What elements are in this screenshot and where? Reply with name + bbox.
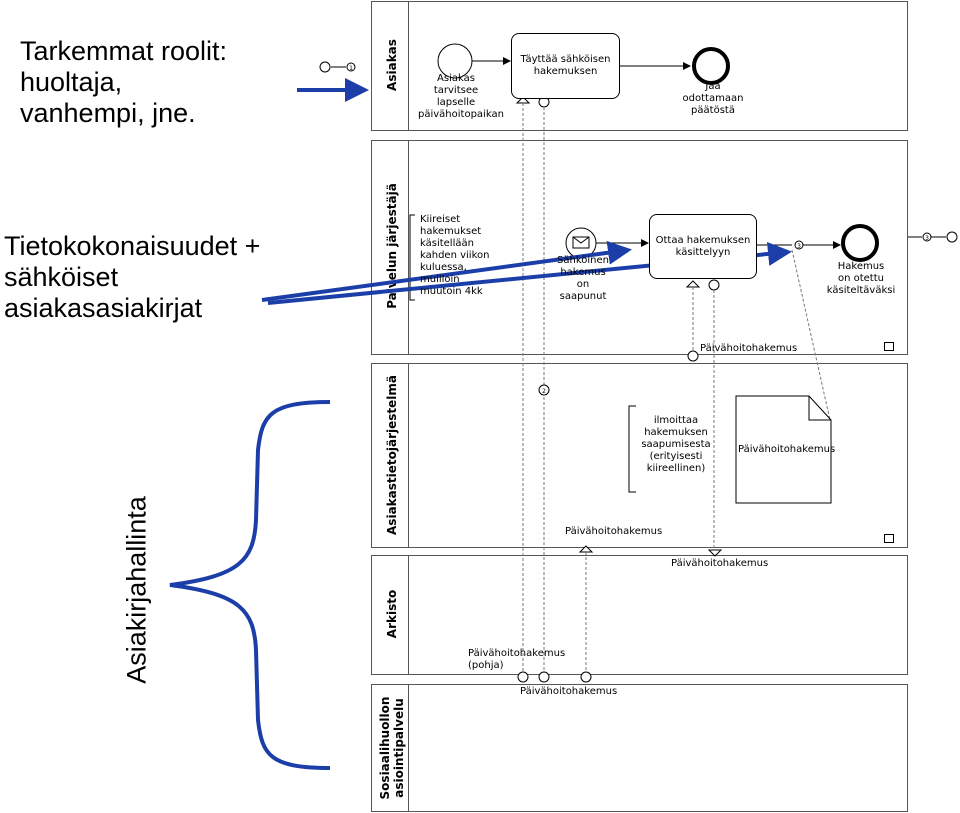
annotation-ilmoittaa: ilmoittaa hakemuksen saapumisesta (erity… [636,415,716,475]
end-label-line: käsiteltäväksi [826,285,896,296]
start-event-label: Asiakas tarvitsee lapselle päivähoitopai… [418,73,504,121]
pool-sosiaalihuollon-asiointipalvelu [371,684,908,812]
end-label-line: Hakemus [837,261,885,272]
start-label-line: lapselle [436,97,476,108]
roles-line-2: huoltaja, [20,67,123,97]
data-up-triangle [578,545,594,553]
data-circle [538,671,550,683]
end-label-line: on otettu [837,273,884,284]
template-label: Päivähoitohakemus (pohja) [468,648,565,672]
connector-circle [346,62,356,72]
data-circle [517,671,529,683]
task-label-line: hakemuksen [533,66,598,77]
records-callout: Tietokokonaisuudet + sähköiset asiakasas… [4,231,260,324]
connector-number: 1 [349,65,353,72]
end-label-line: päätöstä [691,105,735,116]
task-label-line: Täyttää sähköisen [520,54,611,65]
pool-header [372,2,409,130]
annotation-line: Kiireiset [420,214,461,225]
end-label-line: odottamaan [682,93,744,104]
annotation-line: hakemukset [420,226,482,237]
data-circle [580,671,592,683]
template-label-line: (pohja) [468,660,504,671]
message-label-line: on [576,279,590,290]
roles-line-3: vanhempi, jne. [20,98,196,128]
annotation-line: kuluessa, [420,262,467,273]
annotation-bracket [628,405,636,493]
annotation-bracket [409,214,415,301]
roles-callout: Tarkemmat roolit: huoltaja, vanhempi, jn… [20,36,227,129]
message-event-label: Sähköinen hakemus on saapunut [548,255,618,303]
annotation-line: hakemuksen [644,427,708,438]
template-label-line: Päivähoitohakemus [468,648,566,659]
lane-corner-icon [884,534,894,543]
data-down-triangle [707,549,723,557]
annotation-line: kiireellinen) [646,463,706,474]
connector-number: 3 [925,235,929,242]
pool-palvelun-jarjestaja [371,140,908,355]
pool-arkisto [371,555,908,675]
task-tayttaa-hakemuksen[interactable]: Täyttää sähköisen hakemuksen [511,33,620,99]
end-event-palvelu [841,224,879,262]
end-event-label: Hakemus on otettu käsiteltäväksi [822,261,900,297]
end-event [692,47,730,85]
annotation-line: saapumisesta [641,439,711,450]
records-line-3: asiakasasiakirjat [4,293,203,323]
connector-number: 2 [542,388,546,395]
task-label-line: Ottaa hakemuksen [655,235,751,246]
data-circle [687,350,699,362]
annotation-line: muilloin [420,274,460,285]
annotation-line: kahden viikon [420,250,490,261]
annotation-line: ilmoittaa [653,415,699,426]
message-label-line: hakemus [560,267,606,278]
data-out-circle [708,279,720,291]
pool-header [372,141,409,354]
annotation-line: muutoin 4kk [420,286,483,297]
annotation-kiireiset: Kiireiset hakemukset käsitellään kahden … [420,214,489,298]
document-label: Päivähoitohakemus [738,444,836,455]
end-event-label: Jää odottamaan päätöstä [676,81,750,117]
start-label-line: Asiakas [437,73,475,84]
data-label: Päivähoitohakemus [700,343,798,354]
task-ottaa-kasittelyyn[interactable]: Ottaa hakemuksen käsittelyyn [649,214,757,279]
document-shape [735,395,832,504]
blue-arrow-records-1 [261,240,632,302]
data-label: Päivähoitohakemus [520,686,618,697]
pool-header [372,364,409,547]
pool-header [372,685,409,811]
pool-header [372,556,409,674]
dashed-to-document [791,249,831,421]
end-label-line: Jää [705,81,721,92]
records-line-2: sähköiset [4,262,119,292]
connector-circle [538,384,550,396]
data-in-triangle [685,280,701,288]
data-label: Päivähoitohakemus [671,558,769,569]
task-label-line: käsittelyyn [675,247,731,258]
data-label: Päivähoitohakemus [565,526,663,537]
offpage-circle [946,231,958,243]
offpage-circle [319,61,331,73]
start-label-line: päivähoitopaikan [418,109,504,120]
message-label-line: saapunut [559,291,607,302]
records-line-1: Tietokokonaisuudet + [4,231,261,261]
lane-corner-icon [884,342,894,351]
start-label-line: tarvitsee [433,85,479,96]
message-label-line: Sähköinen [557,255,609,266]
roles-line-1: Tarkemmat roolit: [20,36,228,66]
connector-number: 3 [797,243,801,250]
annotation-line: (erityisesti [649,451,703,462]
blue-brace [169,400,331,770]
annotation-line: käsitellään [420,238,474,249]
